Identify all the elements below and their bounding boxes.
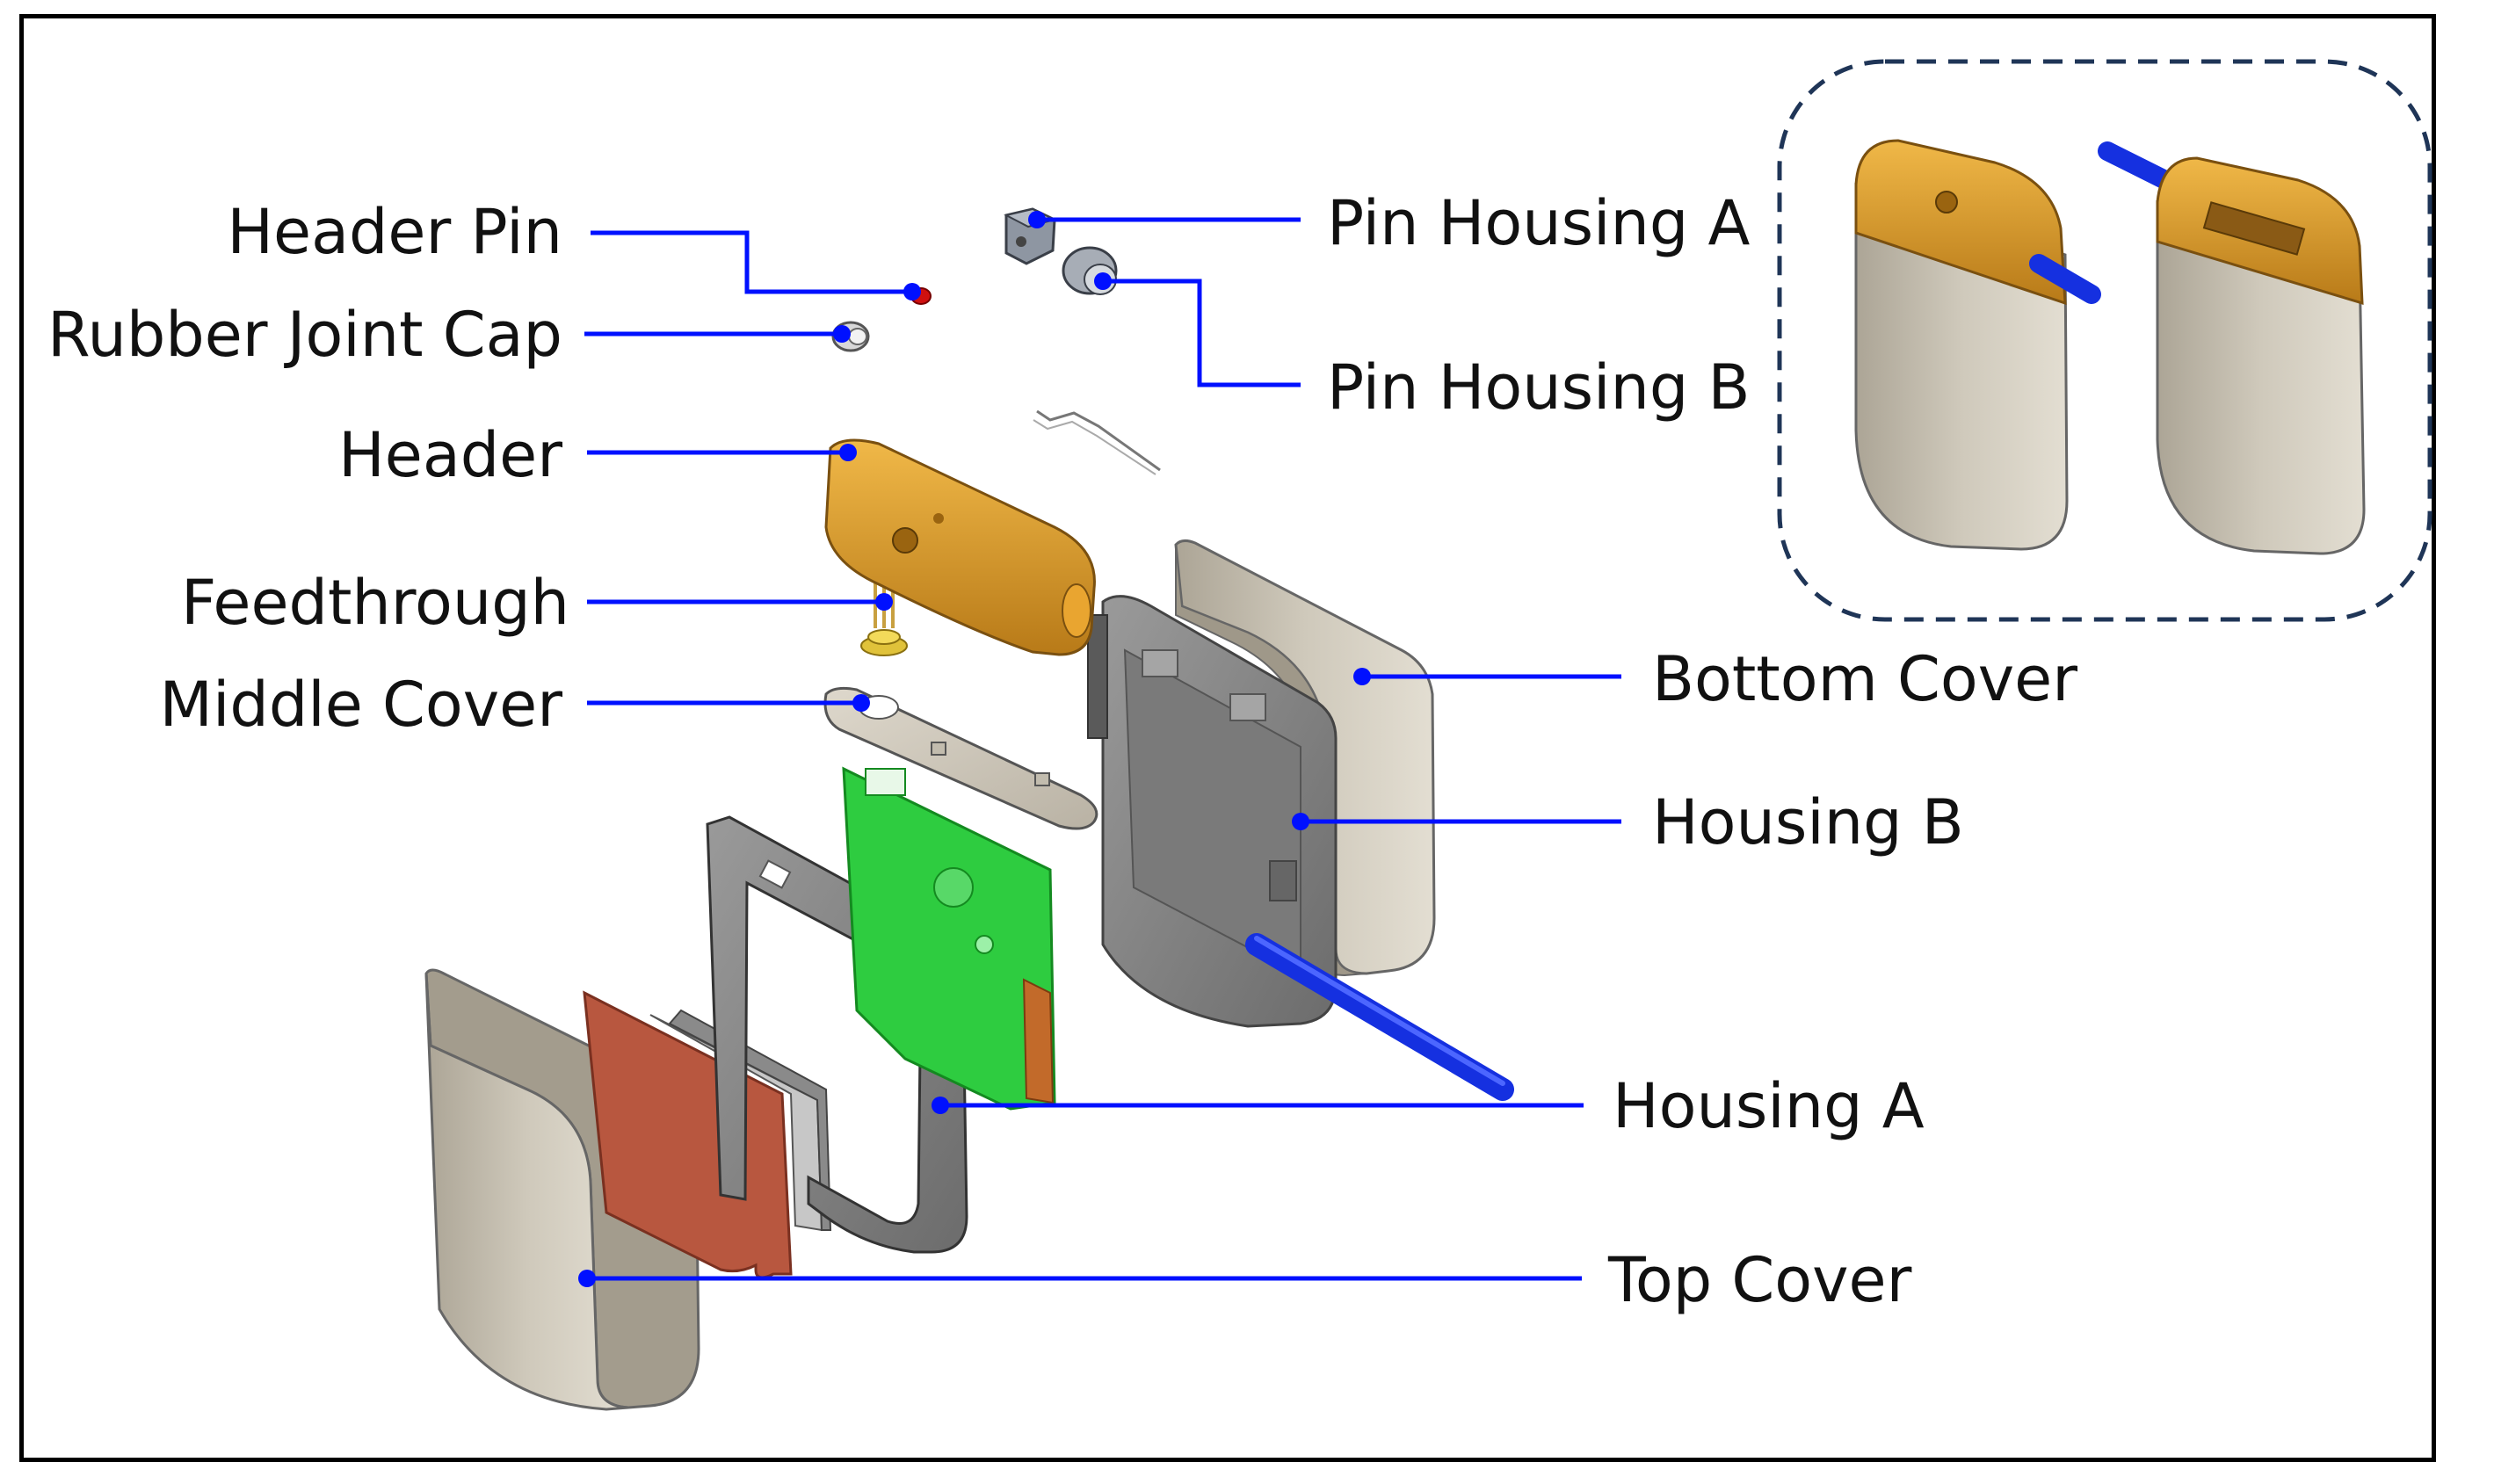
leader-pin-housing-b: [1103, 279, 1301, 387]
lead-wire-part: [1245, 933, 1514, 1101]
housing-b-part: [1087, 595, 1338, 1028]
leader-dot-housing-a: [932, 1097, 949, 1114]
leader-dot-pin-housing-b: [1094, 272, 1112, 290]
leader-dot-rubber-joint-cap: [833, 325, 851, 343]
leader-dot-bottom-cover: [1353, 668, 1371, 685]
labels: Header Pin Rubber Joint Cap Header Feedt…: [47, 187, 2077, 1316]
label-top-cover: Top Cover: [1607, 1244, 1912, 1316]
leader-header-pin: [591, 230, 912, 294]
label-feedthrough: Feedthrough: [181, 567, 569, 639]
leader-dot-header: [839, 444, 857, 461]
feedthrough-part: [860, 580, 908, 656]
leader-dot-feedthrough: [875, 593, 893, 611]
label-housing-a: Housing A: [1613, 1070, 1925, 1142]
spring-wire-part: [1033, 409, 1161, 475]
leader-dot-middle-cover: [852, 694, 870, 712]
label-bottom-cover: Bottom Cover: [1652, 643, 2077, 715]
label-pin-housing-b: Pin Housing B: [1327, 351, 1751, 423]
leader-lines: [578, 211, 1621, 1287]
pcb-part: [842, 766, 1056, 1111]
label-pin-housing-a: Pin Housing A: [1327, 187, 1751, 259]
leader-dot-housing-b: [1292, 813, 1309, 830]
assembled-device-front: [1854, 139, 2069, 551]
label-header-pin: Header Pin: [227, 196, 562, 268]
leader-dot-top-cover: [578, 1270, 596, 1287]
label-rubber-joint-cap: Rubber Joint Cap: [47, 299, 562, 371]
header-part: [824, 438, 1096, 656]
battery-part: [583, 990, 832, 1279]
label-housing-b: Housing B: [1652, 786, 1964, 858]
assembled-inset: [1777, 59, 2432, 622]
label-header: Header: [338, 419, 562, 491]
label-middle-cover: Middle Cover: [160, 669, 563, 741]
leader-dot-pin-housing-a: [1028, 211, 1046, 228]
assembled-device-back: [2156, 156, 2366, 555]
leader-dot-header-pin: [903, 283, 921, 300]
